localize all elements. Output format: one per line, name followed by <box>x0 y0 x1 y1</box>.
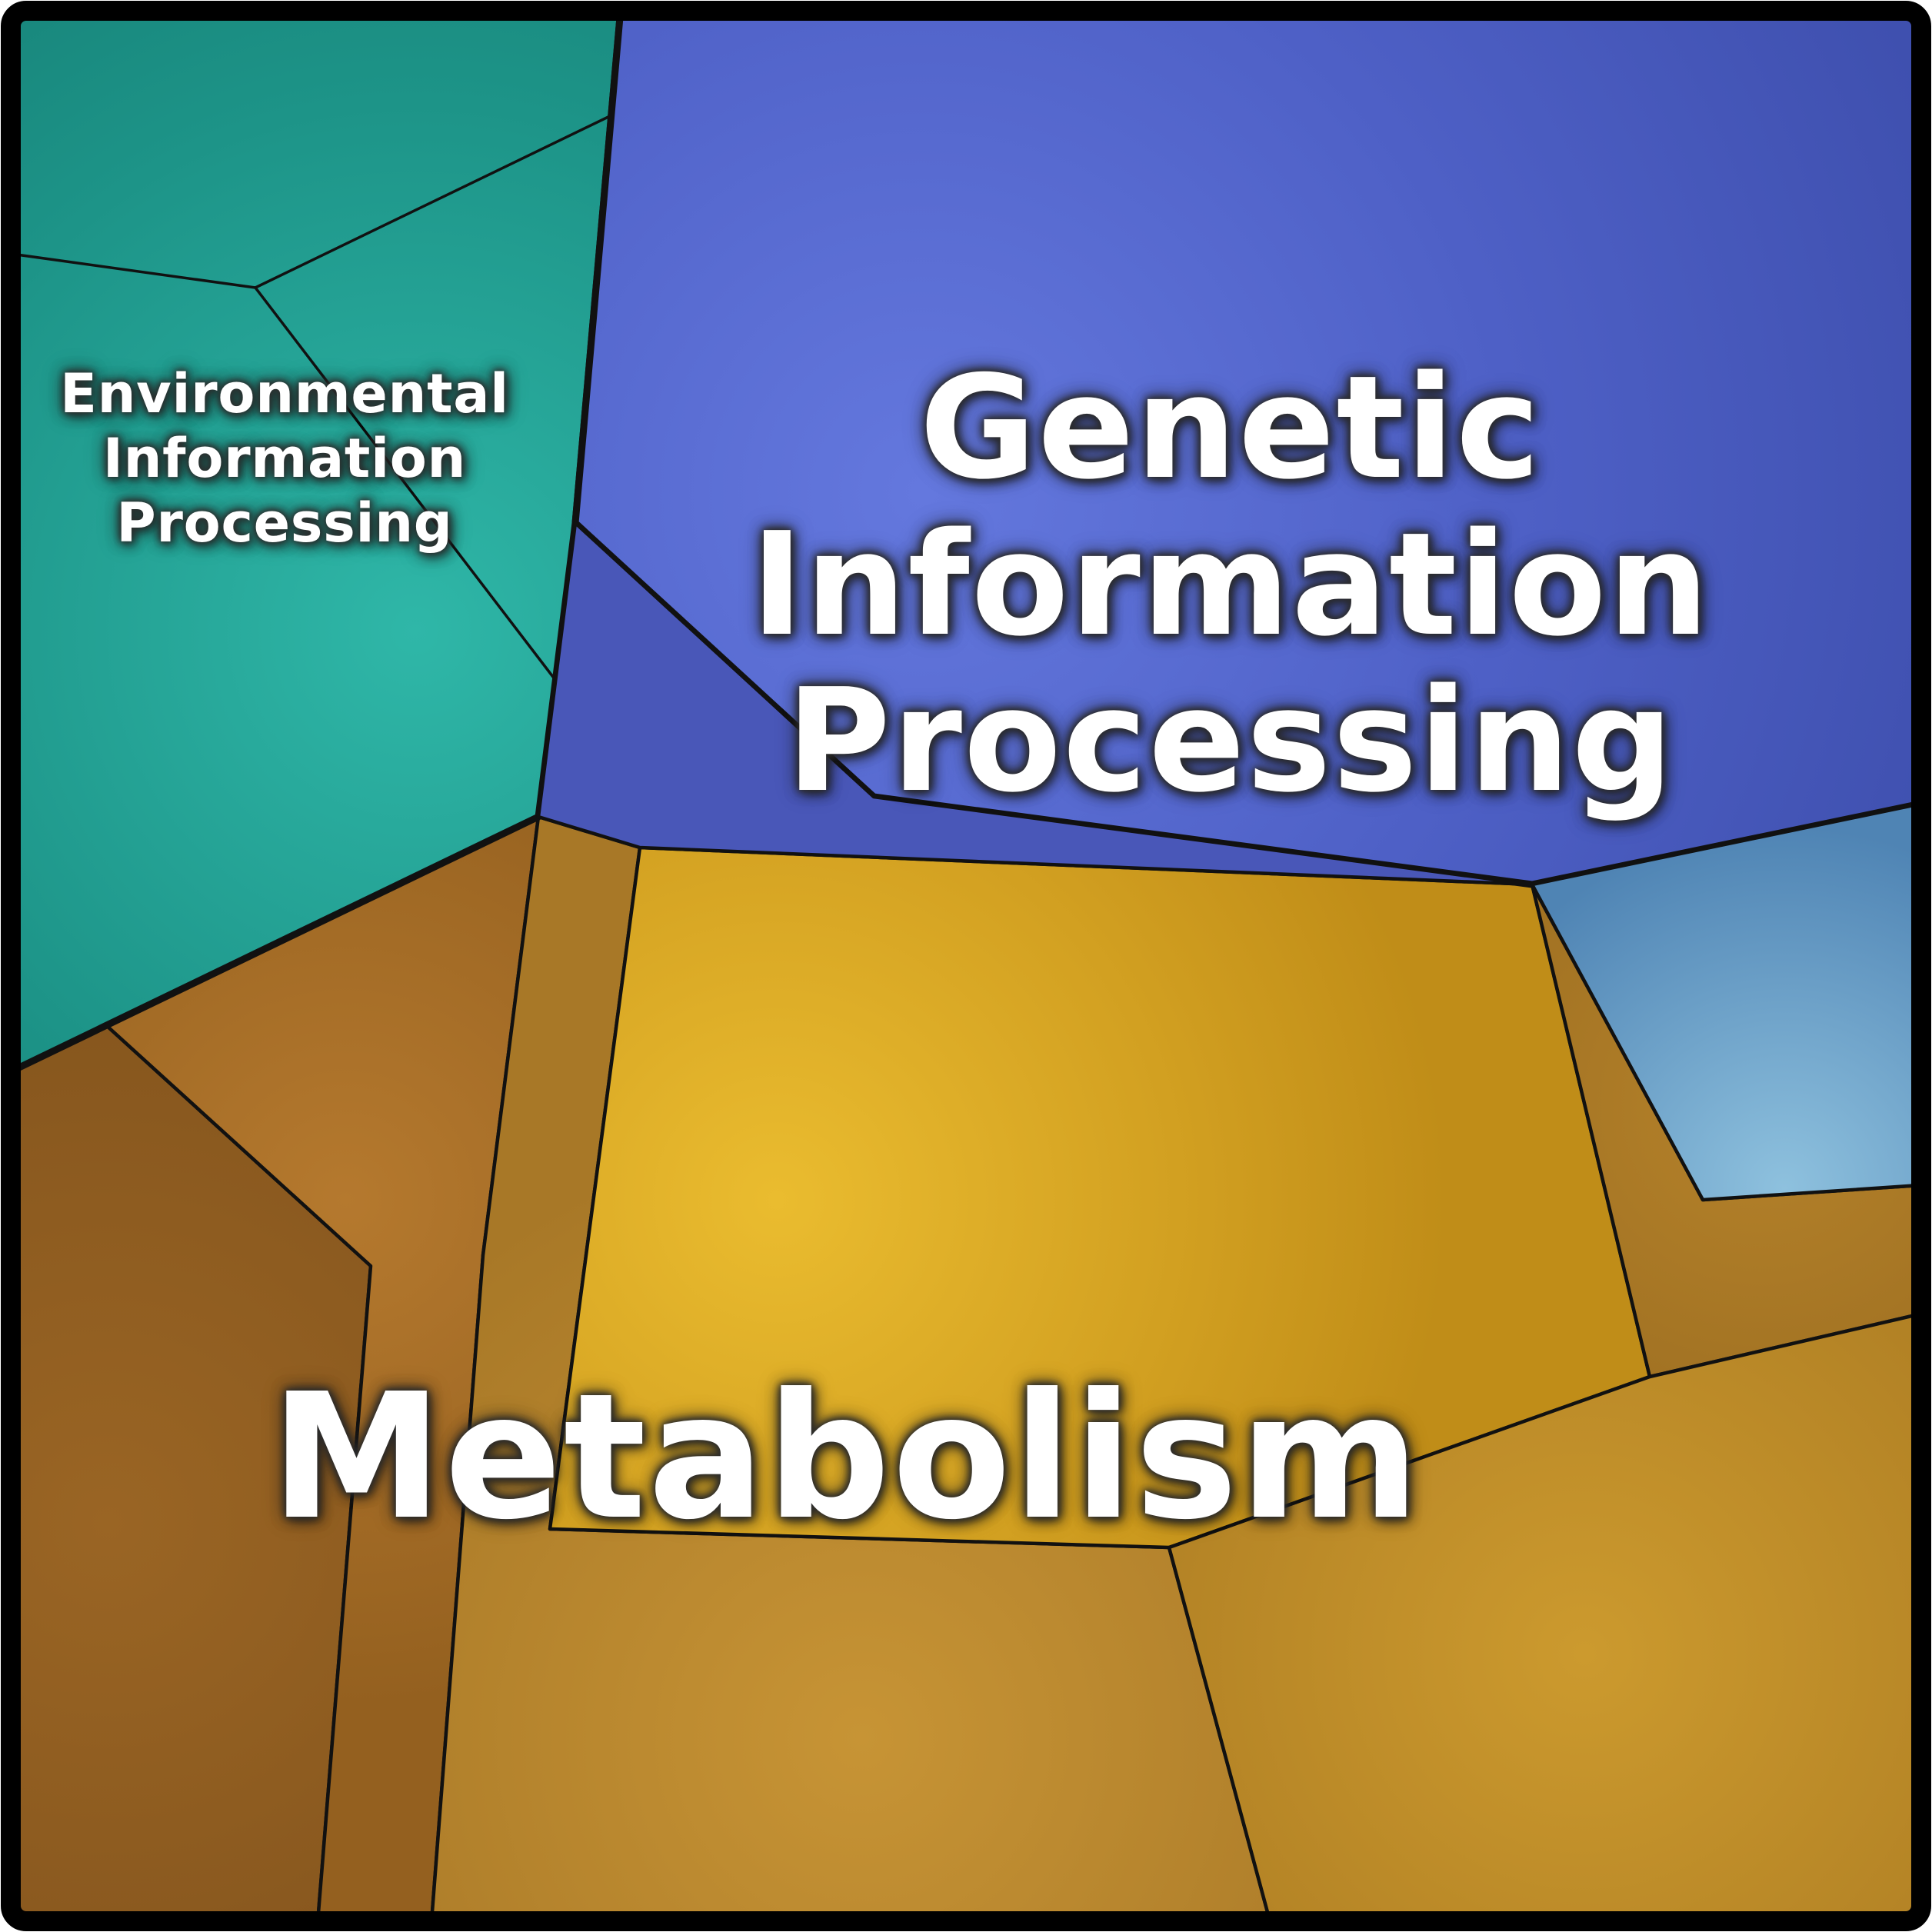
boundary-environmental-left <box>11 251 257 289</box>
label-environmental-information-processing: Environmental Information Processing <box>60 362 509 555</box>
cell-genetic-lower-band[interactable] <box>536 521 1534 887</box>
boundary-environmental-upper <box>254 114 613 289</box>
boundary-environmental-lower <box>254 286 557 681</box>
label-genetic-information-processing: Genetic Information Processing <box>751 345 1710 824</box>
cell-metabolism-bottom-right[interactable] <box>1167 1309 1932 1932</box>
label-metabolism: Metabolism <box>270 1357 1422 1558</box>
cell-genetic-steel-wedge[interactable] <box>1530 799 1932 1202</box>
